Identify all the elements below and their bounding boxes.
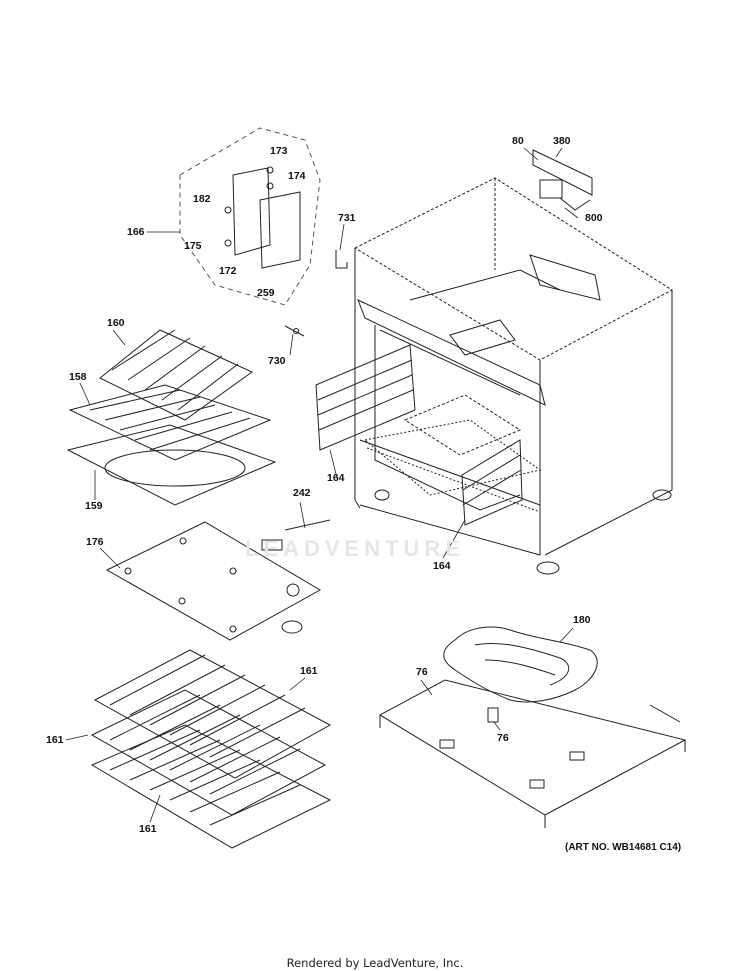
part-label-800[interactable]: 800 bbox=[585, 212, 603, 224]
watermark: LEADVENTURE bbox=[245, 536, 466, 561]
part-label-160[interactable]: 160 bbox=[107, 317, 125, 329]
part-label-174[interactable]: 174 bbox=[288, 170, 306, 182]
bake-element-180 bbox=[443, 626, 598, 703]
part-label-730[interactable]: 730 bbox=[268, 355, 286, 367]
part-731 bbox=[335, 250, 348, 269]
part-group-166 bbox=[179, 127, 321, 306]
broiler-tray-158 bbox=[68, 384, 272, 461]
oven-side-rack-164-left bbox=[315, 344, 416, 451]
control-bracket bbox=[532, 149, 593, 211]
part-label-731[interactable]: 731 bbox=[338, 212, 356, 224]
part-label-164-upper[interactable]: 164 bbox=[327, 472, 345, 484]
part-label-164-lower[interactable]: 164 bbox=[433, 560, 451, 572]
part-label-166[interactable]: 166 bbox=[127, 226, 145, 238]
part-label-176[interactable]: 176 bbox=[86, 536, 104, 548]
part-label-76-upper[interactable]: 76 bbox=[416, 666, 428, 678]
part-label-172[interactable]: 172 bbox=[219, 265, 237, 277]
part-label-380[interactable]: 380 bbox=[553, 135, 571, 147]
part-label-76-lower[interactable]: 76 bbox=[497, 732, 509, 744]
part-242 bbox=[261, 519, 331, 551]
part-label-161-middle[interactable]: 161 bbox=[46, 734, 64, 746]
part-730 bbox=[284, 325, 305, 337]
art-number: (ART NO. WB14681 C14) bbox=[565, 842, 682, 853]
part-label-175[interactable]: 175 bbox=[184, 240, 202, 252]
leader-lines bbox=[65, 147, 579, 823]
lower-bottom-tray bbox=[378, 679, 687, 828]
oven-racks-161 bbox=[90, 649, 332, 849]
footer-credit: Rendered by LeadVenture, Inc. bbox=[286, 956, 464, 970]
part-label-161-top[interactable]: 161 bbox=[300, 665, 318, 677]
broiler-pan-159 bbox=[66, 424, 277, 506]
part-label-161-bottom[interactable]: 161 bbox=[139, 823, 157, 835]
part-label-242[interactable]: 242 bbox=[293, 487, 311, 499]
oven-body bbox=[353, 177, 673, 575]
part-label-158[interactable]: 158 bbox=[69, 371, 87, 383]
broiler-rack-160 bbox=[99, 329, 253, 421]
oven-side-rack-164-right bbox=[461, 439, 523, 526]
part-label-180[interactable]: 180 bbox=[573, 614, 591, 626]
part-label-182[interactable]: 182 bbox=[193, 193, 211, 205]
part-label-159[interactable]: 159 bbox=[85, 500, 103, 512]
part-label-259[interactable]: 259 bbox=[257, 287, 275, 299]
oven-bottom-176 bbox=[105, 521, 322, 641]
part-label-173[interactable]: 173 bbox=[270, 145, 288, 157]
part-label-80[interactable]: 80 bbox=[512, 135, 524, 147]
